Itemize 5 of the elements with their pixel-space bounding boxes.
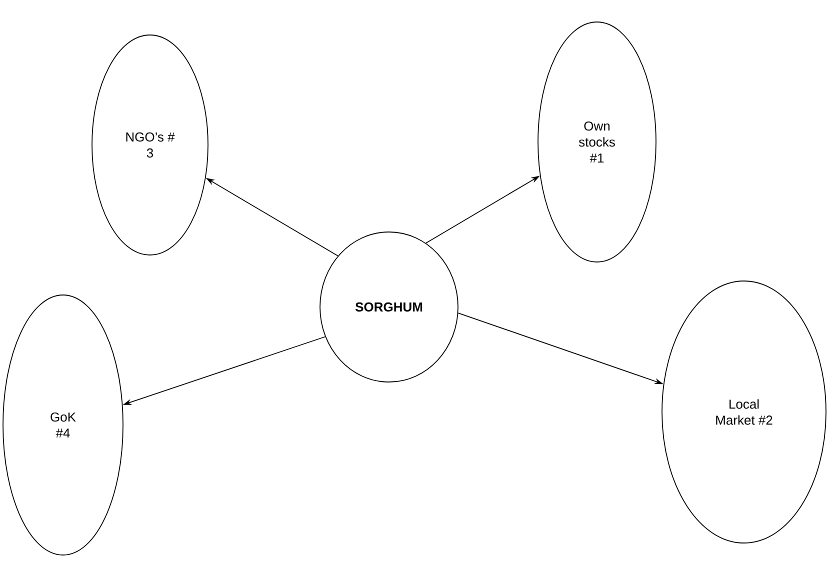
ellipse-node: Local Market #2 [662,280,826,544]
ellipse-node: NGO’s # 3 [92,34,208,256]
ellipse-node: SORGHUM [320,232,458,382]
ellipse-node: Own stocks #1 [538,22,656,262]
ellipse-node: GoK #4 [2,294,124,556]
